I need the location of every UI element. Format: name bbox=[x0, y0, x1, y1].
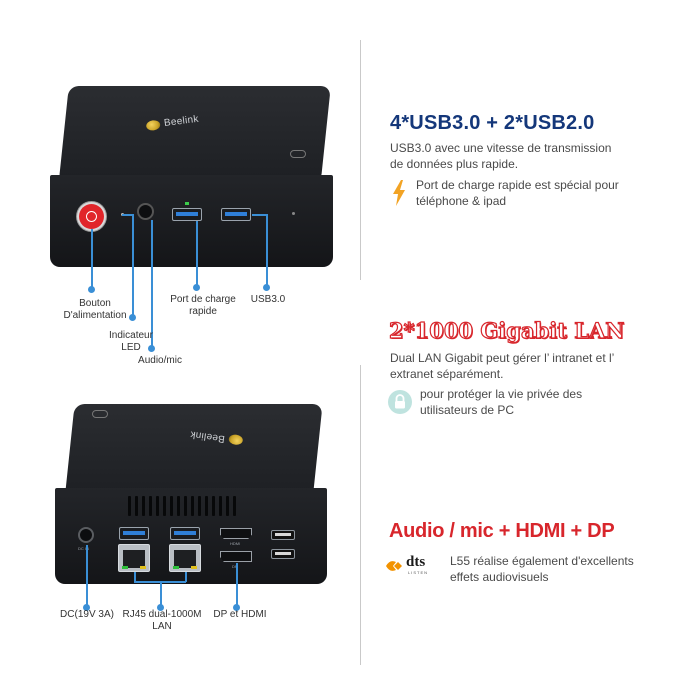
dts-logo-sub: LISTEN bbox=[408, 570, 429, 575]
caption-charge: Port de charge rapide bbox=[170, 294, 236, 317]
vent-grille bbox=[128, 496, 236, 516]
caption-audio: Audio/mic bbox=[138, 355, 182, 366]
lock-icon bbox=[388, 390, 412, 414]
usb-feature-desc: USB3.0 avec une vitesse de transmission … bbox=[390, 141, 612, 171]
dts-logo-text: dts bbox=[406, 554, 426, 570]
intel-badge bbox=[290, 150, 306, 158]
lan-feature-desc: Dual LAN Gigabit peut gérer l’ intranet … bbox=[390, 351, 615, 381]
dp-port-label: DP bbox=[232, 564, 238, 569]
caption-usb3: USB3.0 bbox=[250, 294, 286, 305]
caption-power: Bouton D'alimentation bbox=[63, 298, 127, 321]
usb-feature-title: 4*USB3.0 + 2*USB2.0 bbox=[390, 112, 595, 134]
hdmi-port bbox=[220, 528, 252, 539]
caption-dc: DC(19V 3A) bbox=[60, 609, 114, 620]
beelink-logo-icon bbox=[145, 119, 161, 131]
lan-feature-title: 2*1000 Gigabit LAN bbox=[388, 317, 625, 343]
power-button-icon bbox=[79, 204, 104, 229]
rj45-port-2 bbox=[169, 544, 201, 572]
caption-rj45: RJ45 dual-1000M LAN bbox=[122, 609, 202, 632]
front-dot-icon bbox=[292, 212, 295, 215]
usb2-port-1 bbox=[271, 530, 295, 540]
usb3-port-back-2 bbox=[170, 527, 200, 540]
caption-dp-hdmi: DP et HDMI bbox=[213, 609, 267, 620]
lightning-icon bbox=[391, 180, 407, 211]
beelink-logo-icon bbox=[228, 434, 244, 447]
usb3-port-back-1 bbox=[119, 527, 149, 540]
usb-port-charge bbox=[172, 208, 202, 221]
caption-led: Indicateur LED bbox=[109, 330, 153, 353]
audio-jack-icon bbox=[137, 203, 154, 220]
lan-feature-note: pour protéger la vie privée des utilisat… bbox=[420, 387, 583, 417]
charge-led-icon bbox=[185, 202, 189, 205]
dc-port-label: DC IN bbox=[78, 546, 89, 551]
divider-lower bbox=[360, 365, 361, 665]
hdmi-port-label: HDMI bbox=[230, 541, 241, 546]
usb-feature-note: Port de charge rapide est spécial pour t… bbox=[416, 178, 619, 208]
dc-jack-icon bbox=[78, 527, 94, 543]
rj45-port-1 bbox=[118, 544, 150, 572]
av-feature-note: L55 réalise également d'excellents effet… bbox=[450, 554, 634, 584]
device-front-top bbox=[59, 86, 331, 178]
intel-badge-back bbox=[92, 410, 108, 418]
usb3-port-front bbox=[221, 208, 251, 221]
dp-port bbox=[220, 551, 252, 562]
usb2-port-2 bbox=[271, 549, 295, 559]
divider-upper bbox=[360, 40, 361, 280]
dts-logo: dts LISTEN bbox=[384, 554, 442, 576]
av-feature-title: Audio / mic + HDMI + DP bbox=[389, 520, 615, 542]
